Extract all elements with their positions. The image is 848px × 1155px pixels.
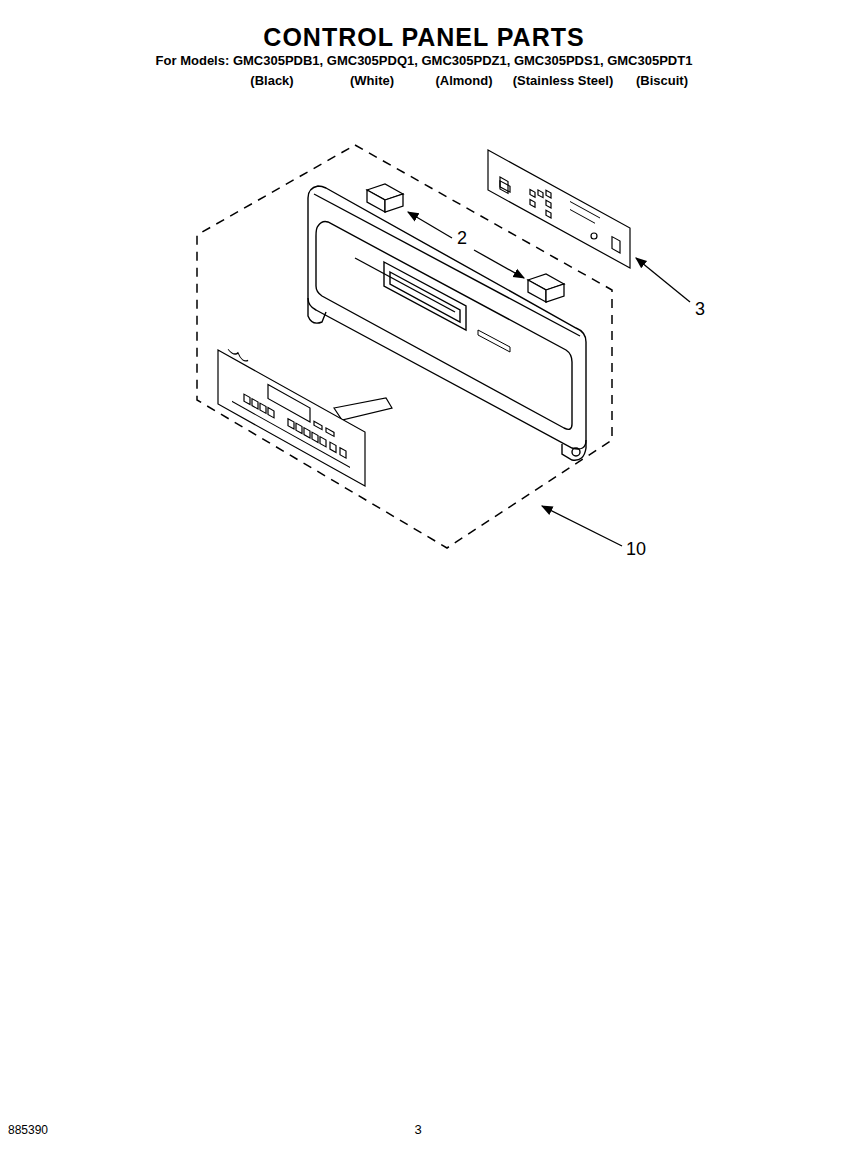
model-list: For Models: GMC305PDB1, GMC305PDQ1, GMC3… bbox=[156, 54, 693, 68]
color-name: (Biscuit) bbox=[636, 74, 688, 88]
document-number: 885390 bbox=[8, 1124, 48, 1137]
color-name: (Almond) bbox=[435, 74, 492, 88]
callout-number: 3 bbox=[695, 300, 705, 320]
bracket-parts bbox=[367, 184, 564, 302]
color-name: (White) bbox=[350, 74, 394, 88]
control-board bbox=[488, 150, 630, 268]
color-name: (Stainless Steel) bbox=[513, 74, 613, 88]
page-title: CONTROL PANEL PARTS bbox=[263, 24, 584, 52]
leader-lines bbox=[408, 212, 690, 546]
keypad-overlay bbox=[218, 347, 392, 486]
control-panel-frame bbox=[308, 186, 586, 460]
callout-number: 10 bbox=[626, 540, 646, 560]
page-number: 3 bbox=[414, 1123, 421, 1137]
callout-number: 2 bbox=[457, 229, 467, 249]
color-name: (Black) bbox=[250, 74, 293, 88]
